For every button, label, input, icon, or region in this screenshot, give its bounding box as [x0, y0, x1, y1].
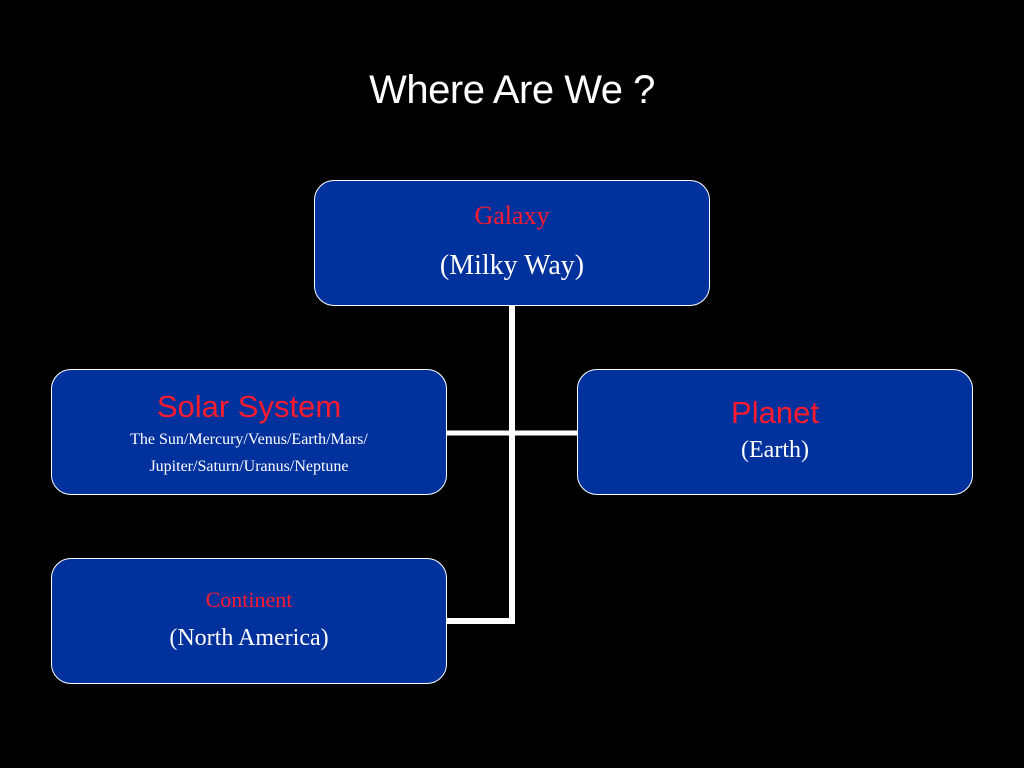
solar-system-detail-line2: Jupiter/Saturn/Uranus/Neptune — [149, 458, 349, 475]
solar-system-heading: Solar System — [156, 389, 342, 424]
node-solar-system: Solar System The Sun/Mercury/Venus/Earth… — [51, 369, 447, 495]
node-continent: Continent (North America) — [51, 558, 447, 684]
solar-system-detail-line1: The Sun/Mercury/Venus/Earth/Mars/ — [130, 431, 368, 448]
continent-subtitle: (North America) — [169, 625, 329, 651]
node-galaxy: Galaxy (Milky Way) — [314, 180, 710, 306]
continent-heading: Continent — [205, 587, 293, 612]
planet-subtitle: (Earth) — [741, 437, 809, 463]
galaxy-heading: Galaxy — [474, 201, 550, 230]
node-planet: Planet (Earth) — [577, 369, 973, 495]
connector-trunk — [447, 306, 515, 624]
galaxy-subtitle: (Milky Way) — [439, 250, 585, 281]
slide-title: Where Are We ? — [369, 68, 655, 112]
planet-heading: Planet — [731, 395, 819, 430]
